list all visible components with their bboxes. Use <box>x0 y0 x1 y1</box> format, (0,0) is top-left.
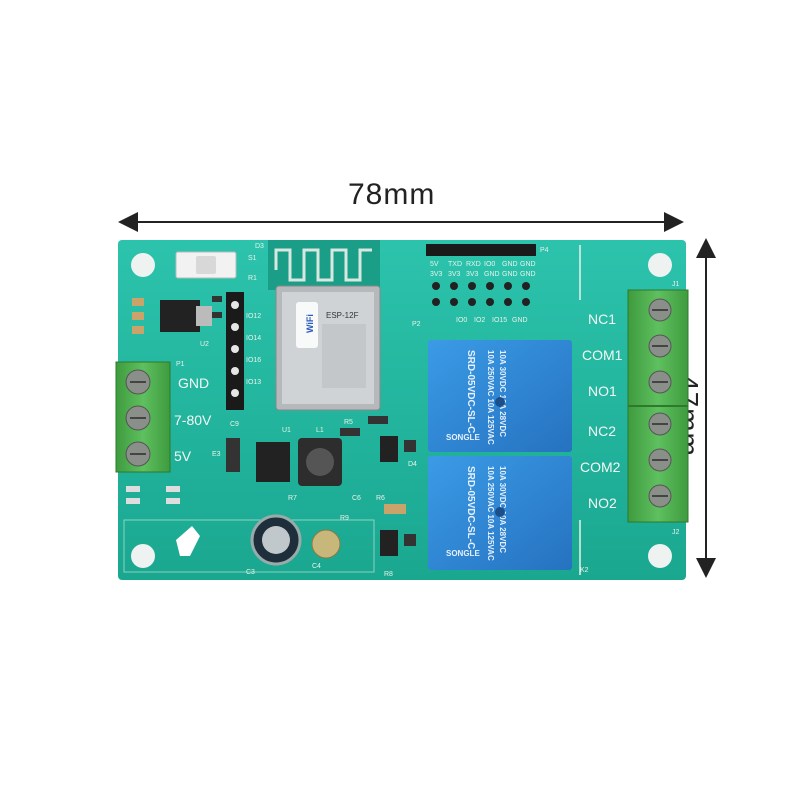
header-label: GND <box>502 271 518 278</box>
capacitor-e3 <box>226 438 240 472</box>
terminal-label-nc2: NC2 <box>588 423 616 439</box>
designator-c4: C4 <box>312 563 321 570</box>
designator-c9: C9 <box>230 421 239 428</box>
esp-pin-label: IO16 <box>246 357 261 364</box>
pin-grid <box>432 282 530 306</box>
designator-d4: D4 <box>408 461 417 468</box>
width-dimension-label: 78mm <box>348 178 436 211</box>
header-label: 5V <box>430 261 439 268</box>
designator-r8: R8 <box>384 571 393 578</box>
relay-1 <box>428 340 572 452</box>
top-header <box>426 244 536 256</box>
brand-logo-icon <box>176 526 200 556</box>
designator-e3: E3 <box>212 451 221 458</box>
designator-u1: U1 <box>282 427 291 434</box>
designator-r5: R5 <box>344 419 353 426</box>
esp-pin-label: IO13 <box>246 379 261 386</box>
pcb-board <box>118 240 686 580</box>
terminal-label-gnd: GND <box>178 375 209 391</box>
header-label: 3V3 <box>430 271 443 278</box>
terminal-label-no1: NO1 <box>588 383 617 399</box>
designator-p1: P1 <box>176 361 185 368</box>
header-mid-label: GND <box>512 317 528 324</box>
header-label: GND <box>484 271 500 278</box>
header-label: 3V3 <box>448 271 461 278</box>
designator-r7: R7 <box>288 495 297 502</box>
relay-1-model: SRD-05VDC-SL-C <box>465 350 476 433</box>
designator-c3: C3 <box>246 569 255 576</box>
antenna-area <box>268 240 380 290</box>
relay-2-brand: SONGLE <box>446 549 480 558</box>
header-label: RXD <box>466 261 481 268</box>
designator-c6: C6 <box>352 495 361 502</box>
header-label: IO0 <box>484 261 495 268</box>
relay-2-model: SRD-05VDC-SL-C <box>465 466 476 549</box>
designator-r1: R1 <box>248 275 257 282</box>
header-mid-label: IO2 <box>474 317 485 324</box>
designator-l1: L1 <box>316 427 324 434</box>
terminal-label-input-voltage: 7-80V <box>174 412 212 428</box>
relay-1-rating1: 10A 250VAC 10A 125VAC <box>486 350 495 445</box>
designator-u2: U2 <box>200 341 209 348</box>
terminal-label-com1: COM1 <box>582 347 623 363</box>
terminal-label-nc1: NC1 <box>588 311 616 327</box>
mounting-hole <box>131 544 155 568</box>
designator-s1: S1 <box>248 255 257 262</box>
mounting-hole <box>131 253 155 277</box>
header-label: TXD <box>448 261 462 268</box>
module-model: ESP-12F <box>326 311 359 320</box>
header-mid-label: IO15 <box>492 317 507 324</box>
designator-d3: D3 <box>255 243 264 250</box>
esp-pin-label: IO14 <box>246 335 261 342</box>
designator-k2: K2 <box>580 567 589 574</box>
mounting-hole <box>648 544 672 568</box>
chip-u1 <box>256 442 290 482</box>
capacitor-c4 <box>311 529 341 559</box>
module-brand: WiFi <box>305 314 315 333</box>
terminal-label-5v: 5V <box>174 448 192 464</box>
relay-1-rating2: 10A 30VDC 10A 28VDC <box>498 350 507 437</box>
terminal-label-com2: COM2 <box>580 459 621 475</box>
header-label: GND <box>502 261 518 268</box>
terminal-label-no2: NO2 <box>588 495 617 511</box>
designator-r6: R6 <box>376 495 385 502</box>
regulator-chip <box>160 300 200 332</box>
designator-p4: P4 <box>540 247 549 254</box>
esp-pin-label: IO12 <box>246 313 261 320</box>
header-label: GND <box>520 261 536 268</box>
designator-j2: J2 <box>672 529 680 536</box>
mounting-hole <box>648 253 672 277</box>
relay-1-brand: SONGLE <box>446 433 480 442</box>
relay-2-rating1: 10A 250VAC 10A 125VAC <box>486 466 495 561</box>
header-label: GND <box>520 271 536 278</box>
header-mid-label: IO0 <box>456 317 467 324</box>
header-label: 3V3 <box>466 271 479 278</box>
designator-p2: P2 <box>412 321 421 328</box>
designator-r9: R9 <box>340 515 349 522</box>
designator-j1: J1 <box>672 281 680 288</box>
